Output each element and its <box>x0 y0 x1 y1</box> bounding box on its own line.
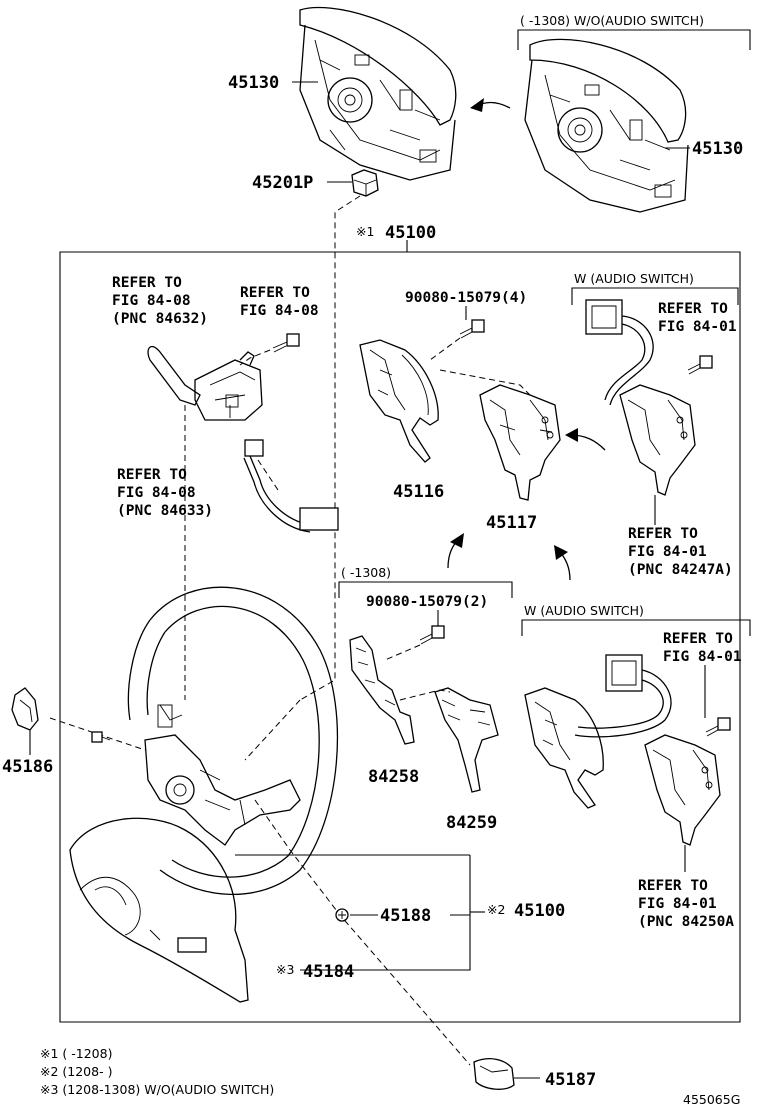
ref-8401b-line2: FIG 84-01 <box>663 649 742 665</box>
bracket-w-audio-upper <box>571 287 739 305</box>
label-45117: 45117 <box>486 513 537 533</box>
label-45130-left: 45130 <box>228 73 279 93</box>
cover-45116 <box>359 339 439 463</box>
ref-8401b-line1: REFER TO <box>663 631 733 647</box>
label-45184-mark: ※3 <box>276 962 294 977</box>
label-45187: 45187 <box>545 1070 596 1090</box>
ref-84632-line3: (PNC 84632) <box>112 311 208 327</box>
label-45130-right: 45130 <box>692 139 743 159</box>
combination-switch <box>147 345 339 533</box>
label-45201p: 45201P <box>252 173 313 193</box>
nut-45201p <box>351 169 379 197</box>
label-45184: 45184 <box>303 962 354 982</box>
bolt-screw <box>705 717 731 737</box>
bracket-1308-text: ( -1308) <box>341 565 391 580</box>
ref-84632-line1: REFER TO <box>112 275 182 291</box>
switch-84258 <box>349 635 415 745</box>
audio-switch-upper <box>585 299 696 496</box>
ref-8408-line2: FIG 84-08 <box>240 303 319 319</box>
ref-8401a-line2: FIG 84-01 <box>658 319 737 335</box>
airbag-45130-right <box>524 38 689 213</box>
assembly-frame <box>59 251 741 1023</box>
bolt-screw <box>459 319 485 339</box>
bracket-1308 <box>338 581 513 598</box>
ref-84633-line2: FIG 84-08 <box>117 485 196 501</box>
ref-84632-line2: FIG 84-08 <box>112 293 191 309</box>
audio-switch-lower <box>524 654 721 846</box>
ref-84247a-line3: (PNC 84247A) <box>628 562 733 578</box>
label-84259: 84259 <box>446 813 497 833</box>
ref-84250a-line1: REFER TO <box>638 878 708 894</box>
bolt-screw <box>419 625 445 645</box>
diagram-id: 455065G <box>683 1092 740 1107</box>
label-45100-main: 45100 <box>385 223 436 243</box>
label-84258: 84258 <box>368 767 419 787</box>
ref-84247a-line2: FIG 84-01 <box>628 544 707 560</box>
label-45100-sub: 45100 <box>514 901 565 921</box>
label-45116: 45116 <box>393 482 444 502</box>
label-45186: 45186 <box>2 757 53 777</box>
ref-84633-line3: (PNC 84633) <box>117 503 213 519</box>
airbag-45130-left <box>299 6 457 181</box>
cap-45187 <box>473 1058 515 1090</box>
screw-45188 <box>335 908 349 922</box>
note-3: ※3 (1208-1308) W/O(AUDIO SWITCH) <box>40 1082 274 1097</box>
note-1: ※1 ( -1208) <box>40 1046 112 1061</box>
ref-84247a-line1: REFER TO <box>628 526 698 542</box>
label-bolt-4: 90080-15079(4) <box>405 290 527 306</box>
ref-84250a-line2: FIG 84-01 <box>638 896 717 912</box>
ref-8401a-line1: REFER TO <box>658 301 728 317</box>
cover-45184 <box>69 817 249 1003</box>
label-45100-sub-mark: ※2 <box>487 902 505 917</box>
bracket-w-audio-lower <box>521 619 751 636</box>
bracket-w-audio-lower-text: W (AUDIO SWITCH) <box>524 603 644 618</box>
bracket-wo-audio-top-text: ( -1308) W/O(AUDIO SWITCH) <box>520 13 704 28</box>
screw <box>91 731 111 743</box>
bracket-wo-audio-top <box>517 29 751 50</box>
note-2: ※2 (1208- ) <box>40 1064 112 1079</box>
cap-45186 <box>11 687 39 731</box>
ref-84250a-line3: (PNC 84250A <box>638 914 734 930</box>
label-bolt-2: 90080-15079(2) <box>366 594 488 610</box>
label-45100-main-mark: ※1 <box>356 224 374 239</box>
switch-45117 <box>479 384 561 501</box>
steering-wheel <box>127 586 339 896</box>
bolt-screw <box>272 333 300 353</box>
ref-84633-line1: REFER TO <box>117 467 187 483</box>
label-45188: 45188 <box>380 906 431 926</box>
bracket-w-audio-upper-text: W (AUDIO SWITCH) <box>574 271 694 286</box>
bolt-screw <box>687 355 713 375</box>
ref-8408-line1: REFER TO <box>240 285 310 301</box>
switch-84259 <box>434 687 499 793</box>
